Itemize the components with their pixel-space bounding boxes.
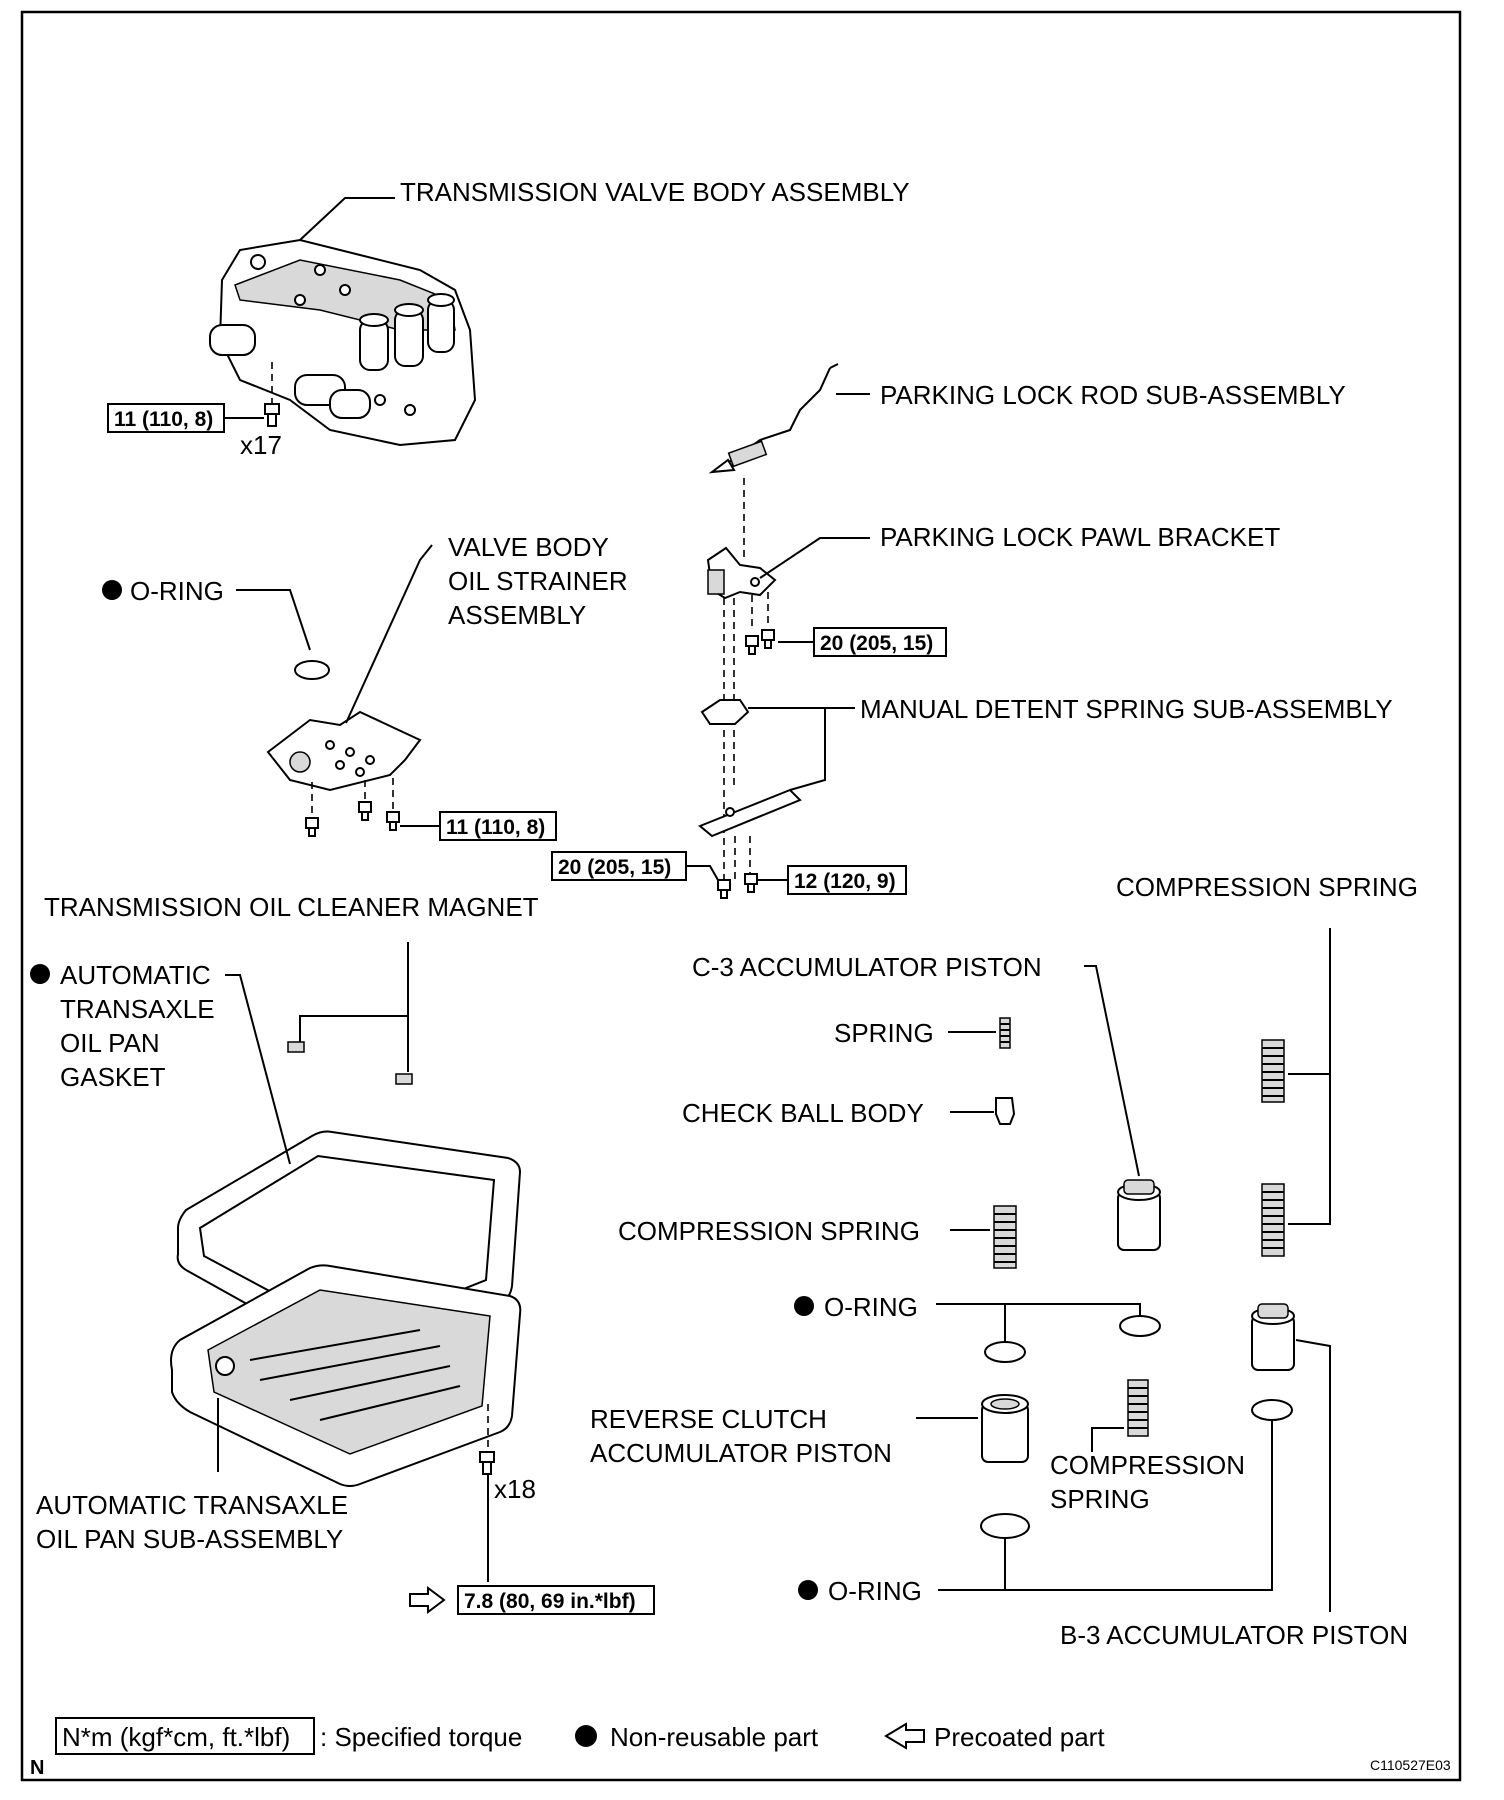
label-compression-spring-low-line1: COMPRESSION: [1050, 1450, 1245, 1480]
parking-lock-rod-drawing: [708, 363, 839, 474]
compression-spring-right-upper-drawing: [1261, 1039, 1285, 1103]
torque-oil-pan: 7.8 (80, 69 in.*lbf): [464, 1590, 636, 1613]
parking-pawl-bracket-drawing: [706, 546, 777, 600]
label-manual-detent: MANUAL DETENT SPRING SUB-ASSEMBLY: [860, 694, 1393, 724]
nonreusable-dot-strainer-oring: [102, 580, 122, 600]
compression-spring-right-lower-drawing: [1261, 1183, 1285, 1257]
legend-torque-box: [55, 1717, 315, 1755]
torque-box-detent: [551, 851, 687, 881]
magnet-1-drawing: [287, 1041, 305, 1053]
footer-left-code: N: [30, 1757, 44, 1779]
label-pan-line1: AUTOMATIC TRANSAXLE: [36, 1490, 348, 1520]
label-compression-spring-left: COMPRESSION SPRING: [618, 1216, 920, 1246]
nonreusable-dot-gasket: [30, 964, 50, 984]
bracket-bolts-drawing: [745, 629, 775, 655]
figure-frame: [20, 10, 1462, 1782]
label-check-ball: CHECK BALL BODY: [682, 1098, 924, 1128]
label-b3-piston: B-3 ACCUMULATOR PISTON: [1060, 1620, 1408, 1650]
legend-torque-box-text: N*m (kgf*cm, ft.*lbf): [62, 1722, 290, 1752]
o-ring-mid-left-drawing: [984, 1341, 1026, 1363]
spring-drawing: [999, 1017, 1011, 1049]
label-valve-body: TRANSMISSION VALVE BODY ASSEMBLY: [400, 177, 910, 207]
qty-oil-pan: x18: [494, 1474, 536, 1504]
strainer-bolts-drawing: [305, 801, 400, 837]
o-ring-bottom-drawing: [980, 1513, 1030, 1539]
b3-piston-drawing: [1251, 1303, 1295, 1371]
label-strainer-line2: OIL STRAINER: [448, 566, 628, 596]
detent-bolts-drawing: [717, 873, 758, 899]
o-ring-b3-drawing: [1251, 1399, 1293, 1421]
label-gasket-line1: AUTOMATIC: [60, 960, 211, 990]
check-ball-body-drawing: [995, 1097, 1016, 1125]
compression-spring-low-drawing: [1127, 1379, 1149, 1437]
nonreusable-dot-oring-bottom: [798, 1580, 818, 1600]
torque-box-strainer: [439, 811, 557, 841]
figure-id: C110527E03: [1370, 1757, 1451, 1773]
compression-spring-left-drawing: [993, 1205, 1017, 1269]
label-gasket-line2: TRANSAXLE: [60, 994, 215, 1024]
nonreusable-dot-oring-mid: [794, 1296, 814, 1316]
label-compression-spring-low-line2: SPRING: [1050, 1484, 1150, 1514]
oil-pan-drawing: [170, 1264, 522, 1487]
strainer-o-ring-drawing: [294, 660, 330, 680]
legend: N*m (kgf*cm, ft.*lbf) : Specified torque…: [55, 1717, 1105, 1755]
valve-body-assembly-drawing: [209, 197, 477, 447]
label-parking-bracket: PARKING LOCK PAWL BRACKET: [880, 522, 1280, 552]
torque-strainer: 11 (110, 8): [446, 816, 545, 839]
torque-valve-body: 11 (110, 8): [114, 408, 213, 431]
label-c3-piston: C-3 ACCUMULATOR PISTON: [692, 952, 1042, 982]
torque-box-valve-body: [107, 403, 225, 433]
torque-box-bracket: [813, 627, 947, 657]
precoat-arrow-drawing: [409, 1586, 446, 1614]
label-oring-mid: O-RING: [824, 1292, 918, 1322]
reverse-clutch-piston-drawing: [981, 1394, 1029, 1463]
label-spring: SPRING: [834, 1018, 934, 1048]
label-oring-strainer: O-RING: [130, 576, 224, 606]
label-strainer-line3: ASSEMBLY: [448, 600, 586, 630]
legend-nonreusable-dot: [575, 1725, 597, 1747]
torque-box-detent-2: [787, 865, 907, 895]
label-reverse-line1: REVERSE CLUTCH: [590, 1404, 827, 1434]
label-magnet: TRANSMISSION OIL CLEANER MAGNET: [44, 892, 539, 922]
qty-valve-body: x17: [240, 430, 282, 460]
label-gasket-line3: OIL PAN: [60, 1028, 160, 1058]
torque-detent-2: 12 (120, 9): [794, 870, 896, 893]
legend-precoat-arrow-icon: [884, 1722, 925, 1750]
label-strainer-line1: VALVE BODY: [448, 532, 609, 562]
manual-detent-spring-drawing: [698, 699, 802, 838]
label-reverse-line2: ACCUMULATOR PISTON: [590, 1438, 892, 1468]
magnet-2-drawing: [395, 1073, 413, 1085]
valve-body-bolt-drawing: [264, 403, 280, 427]
legend-precoated-text: Precoated part: [934, 1722, 1105, 1752]
label-oring-bottom: O-RING: [828, 1576, 922, 1606]
label-gasket-line4: GASKET: [60, 1062, 166, 1092]
label-pan-line2: OIL PAN SUB-ASSEMBLY: [36, 1524, 343, 1554]
torque-detent: 20 (205, 15): [558, 856, 671, 879]
label-compression-spring-right: COMPRESSION SPRING: [1116, 872, 1418, 902]
torque-box-oil-pan: [457, 1585, 655, 1615]
torque-bracket: 20 (205, 15): [820, 632, 933, 655]
label-parking-rod: PARKING LOCK ROD SUB-ASSEMBLY: [880, 380, 1346, 410]
legend-nonreusable-text: Non-reusable part: [610, 1722, 819, 1752]
oil-pan-bolt-drawing: [479, 1451, 495, 1475]
oil-strainer-drawing: [266, 710, 422, 792]
legend-torque-text: : Specified torque: [320, 1722, 522, 1752]
c3-piston-drawing: [1117, 1179, 1161, 1251]
o-ring-mid-right-drawing: [1119, 1315, 1161, 1337]
